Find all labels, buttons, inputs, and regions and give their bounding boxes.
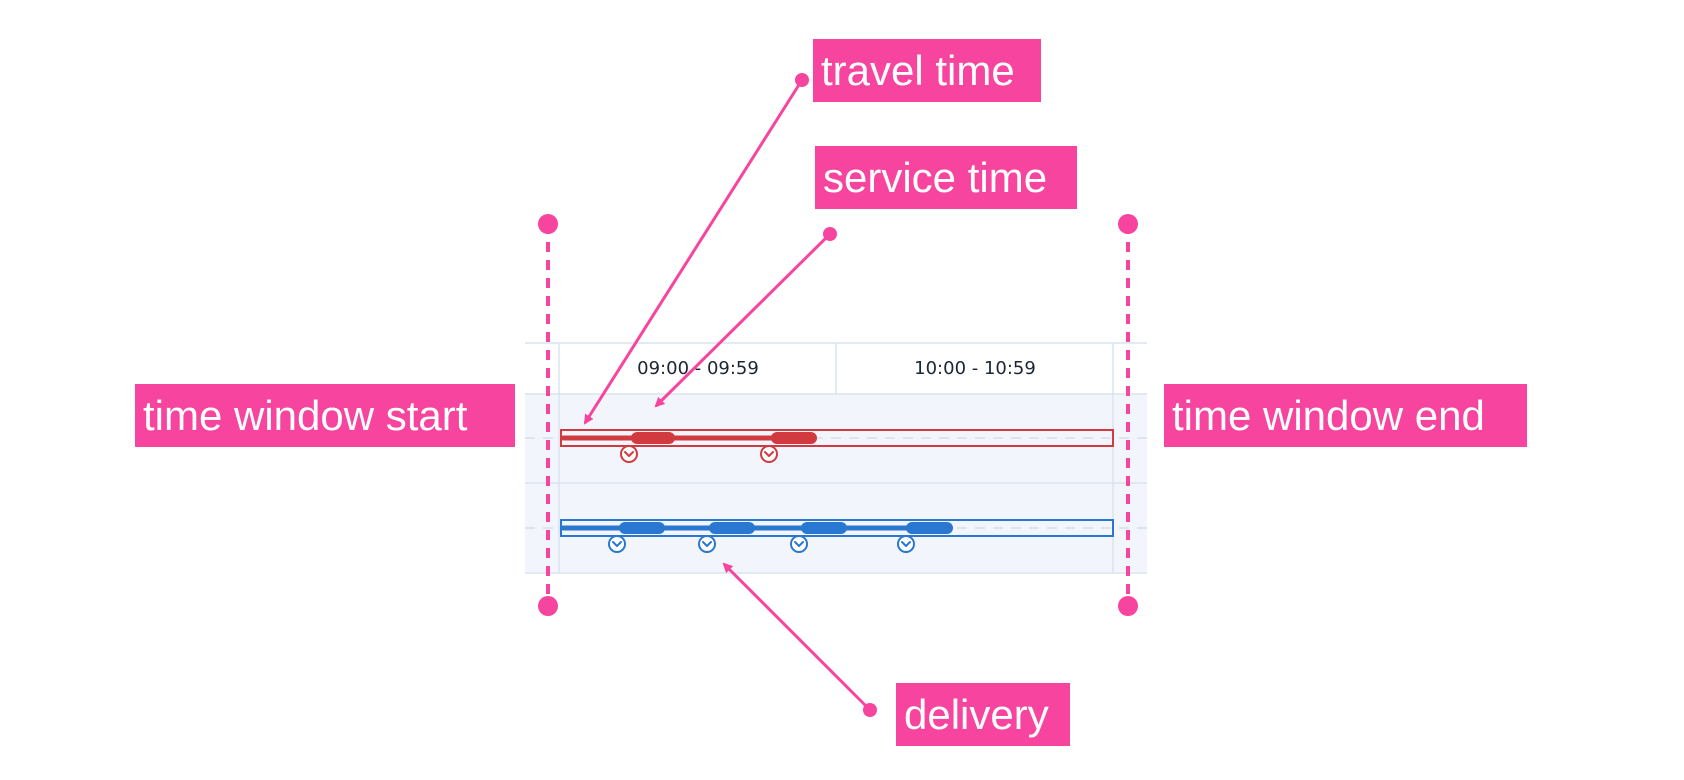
column-header-0900: 09:00 - 09:59 <box>637 358 759 379</box>
delivery-icon[interactable] <box>790 535 808 553</box>
column-header-1000: 10:00 - 10:59 <box>914 358 1036 379</box>
route-red-service-2 <box>771 432 817 444</box>
time-window-start-label: time window start <box>135 384 515 447</box>
travel-time-label: travel time <box>813 39 1041 102</box>
time-window-end-marker <box>1118 214 1138 616</box>
delivery-pointer-dot <box>863 703 877 717</box>
route-red-service-1 <box>631 432 675 444</box>
delivery-label: delivery <box>896 683 1070 746</box>
route-blue-service-2 <box>709 522 755 534</box>
travel-time-pointer <box>583 79 804 425</box>
route-blue-service-1 <box>619 522 665 534</box>
delivery-icon[interactable] <box>620 445 638 463</box>
time-window-start-marker <box>538 214 558 616</box>
travel-time-pointer-dot <box>795 73 809 87</box>
route-blue-service-3 <box>801 522 847 534</box>
time-window-end-label: time window end <box>1164 384 1527 447</box>
service-time-pointer-dot <box>823 227 837 241</box>
service-time-label: service time <box>815 146 1077 209</box>
route-blue-service-4 <box>906 522 953 534</box>
delivery-icon[interactable] <box>897 535 915 553</box>
route-red[interactable] <box>560 429 1114 463</box>
delivery-pointer <box>722 562 872 712</box>
delivery-icon[interactable] <box>698 535 716 553</box>
service-time-pointer <box>654 232 832 408</box>
delivery-icon[interactable] <box>760 445 778 463</box>
route-blue[interactable] <box>560 519 1114 553</box>
delivery-icon[interactable] <box>608 535 626 553</box>
